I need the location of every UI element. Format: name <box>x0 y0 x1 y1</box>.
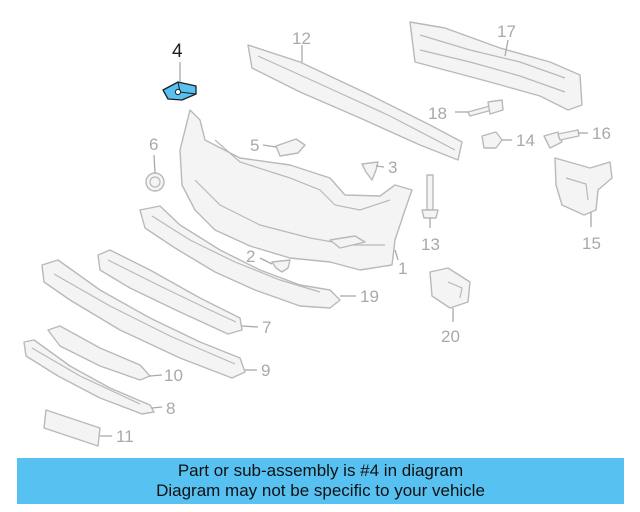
callout-2: 2 <box>246 247 255 266</box>
callout-15: 15 <box>582 234 601 253</box>
banner-line-2: Diagram may not be specific to your vehi… <box>156 481 485 500</box>
part-8-bottom-grille <box>23 339 155 415</box>
part-14-nut <box>481 131 503 149</box>
part-17-absorber-bracket <box>409 21 583 111</box>
part-3-clip <box>361 161 379 181</box>
part-16-bolt <box>543 129 580 149</box>
part-7-upper-grille <box>97 249 243 335</box>
callout-12: 12 <box>292 29 311 48</box>
callout-1: 1 <box>398 259 407 278</box>
info-banner: Part or sub-assembly is #4 in diagram Di… <box>17 458 624 504</box>
part-13-bolt <box>421 174 439 219</box>
callout-19: 19 <box>360 287 379 306</box>
callout-labels: 1 2 3 4 5 6 7 8 9 10 11 12 13 14 15 16 1… <box>116 22 611 446</box>
part-20-sensor <box>429 267 471 309</box>
parts-diagram: 1 2 3 4 5 6 7 8 9 10 11 12 13 14 15 16 1… <box>23 21 613 447</box>
part-5-cover <box>275 138 306 157</box>
callout-6: 6 <box>149 135 158 154</box>
part-6-cap <box>145 172 165 192</box>
callout-17: 17 <box>497 22 516 41</box>
part-2-push-pin <box>271 259 291 273</box>
callout-4: 4 <box>172 41 183 62</box>
callout-7: 7 <box>262 318 271 337</box>
callout-14: 14 <box>516 131 535 150</box>
part-12-reinforcement-bar <box>247 44 463 161</box>
part-18-screw <box>467 99 504 117</box>
part-11-plate-bracket <box>43 409 101 447</box>
part-19-deflector <box>139 205 341 309</box>
callout-8: 8 <box>166 399 175 418</box>
callout-5: 5 <box>250 136 259 155</box>
callout-16: 16 <box>592 124 611 143</box>
callout-11: 11 <box>116 427 134 446</box>
callout-20: 20 <box>441 327 460 346</box>
part-4-bracket-highlighted <box>162 81 197 101</box>
callout-18: 18 <box>428 104 447 123</box>
part-15-mount-bracket <box>554 157 613 216</box>
banner-line-1: Part or sub-assembly is #4 in diagram <box>177 461 464 480</box>
callout-9: 9 <box>261 361 270 380</box>
callout-10: 10 <box>164 366 183 385</box>
callout-13: 13 <box>421 235 440 254</box>
callout-3: 3 <box>388 158 397 177</box>
part-1-bumper-cover <box>179 109 413 271</box>
leader-lines <box>100 39 592 437</box>
part-9-lower-grille <box>41 259 246 379</box>
